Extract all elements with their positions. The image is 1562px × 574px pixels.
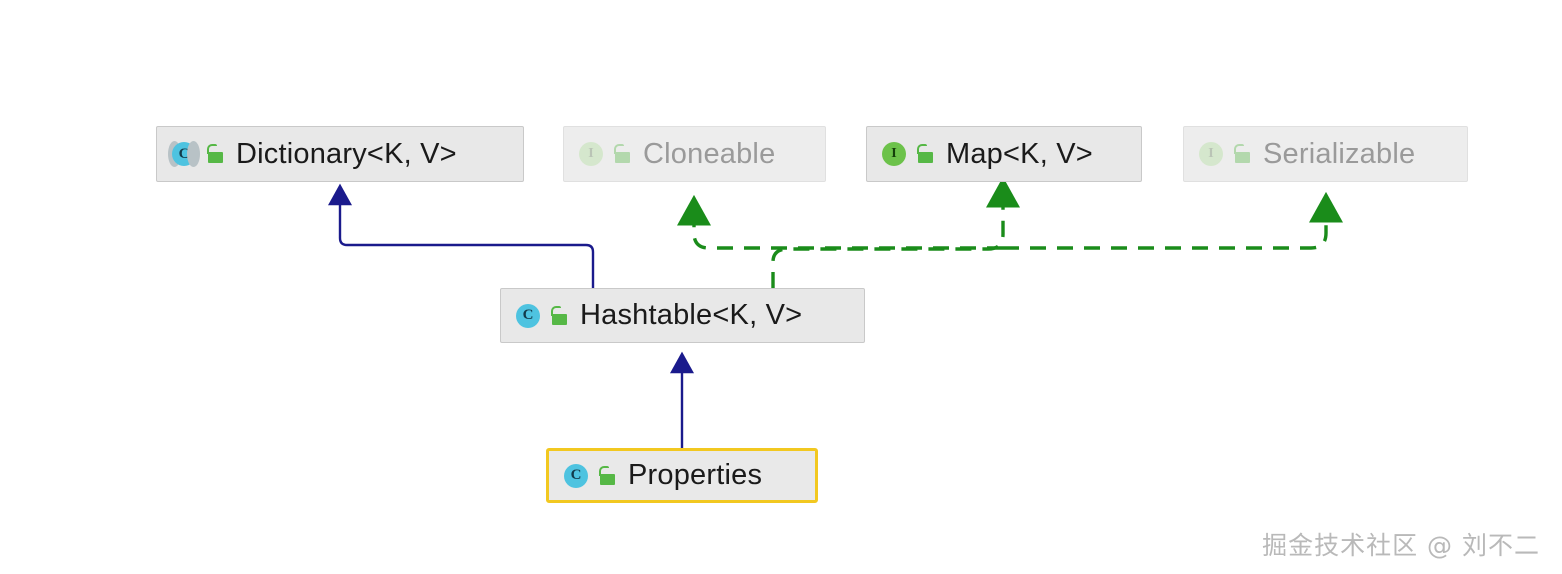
interface-node-label: Cloneable [643,137,776,170]
interface-node-serializable[interactable]: I Serializable [1183,126,1468,182]
class-node-label: Hashtable<K, V> [580,299,803,331]
class-icon: C [561,461,591,491]
edge-hashtable-implements-cloneable [677,194,1003,250]
public-unlocked-icon [1233,143,1253,165]
watermark-text: 掘金技术社区 @ 刘不二 [1262,531,1540,560]
class-node-properties[interactable]: C Properties [546,448,818,503]
class-node-label: Properties [628,459,763,491]
interface-node-label: Map<K, V> [946,137,1093,170]
interface-icon: I [576,139,606,169]
class-icon: C [513,301,543,331]
interface-icon-letter: I [882,142,906,166]
public-unlocked-icon [206,143,226,165]
edge-hashtable-implements-serializable [1003,191,1343,250]
class-icon-letter: C [564,463,588,488]
public-unlocked-icon [598,465,618,487]
public-unlocked-icon [613,143,633,165]
class-icon-letter: C [516,303,540,328]
public-unlocked-icon [916,143,936,165]
class-icon-letter: C [172,142,196,166]
interface-node-label: Serializable [1263,137,1416,170]
interface-icon: I [879,139,909,169]
edge-hashtable-implements-map [771,176,1020,288]
edge-hashtable-extends-dictionary [328,183,595,288]
class-node-label: Dictionary<K, V> [236,137,457,170]
interface-icon-letter: I [1199,142,1223,166]
interface-node-map[interactable]: I Map<K, V> [866,126,1142,182]
class-node-hashtable[interactable]: C Hashtable<K, V> [500,288,865,343]
class-node-dictionary[interactable]: C Dictionary<K, V> [156,126,524,182]
interface-icon-letter: I [579,142,603,166]
abstract-class-icon: C [168,139,200,169]
public-unlocked-icon [550,305,570,327]
interface-node-cloneable[interactable]: I Cloneable [563,126,826,182]
interface-icon: I [1196,139,1226,169]
